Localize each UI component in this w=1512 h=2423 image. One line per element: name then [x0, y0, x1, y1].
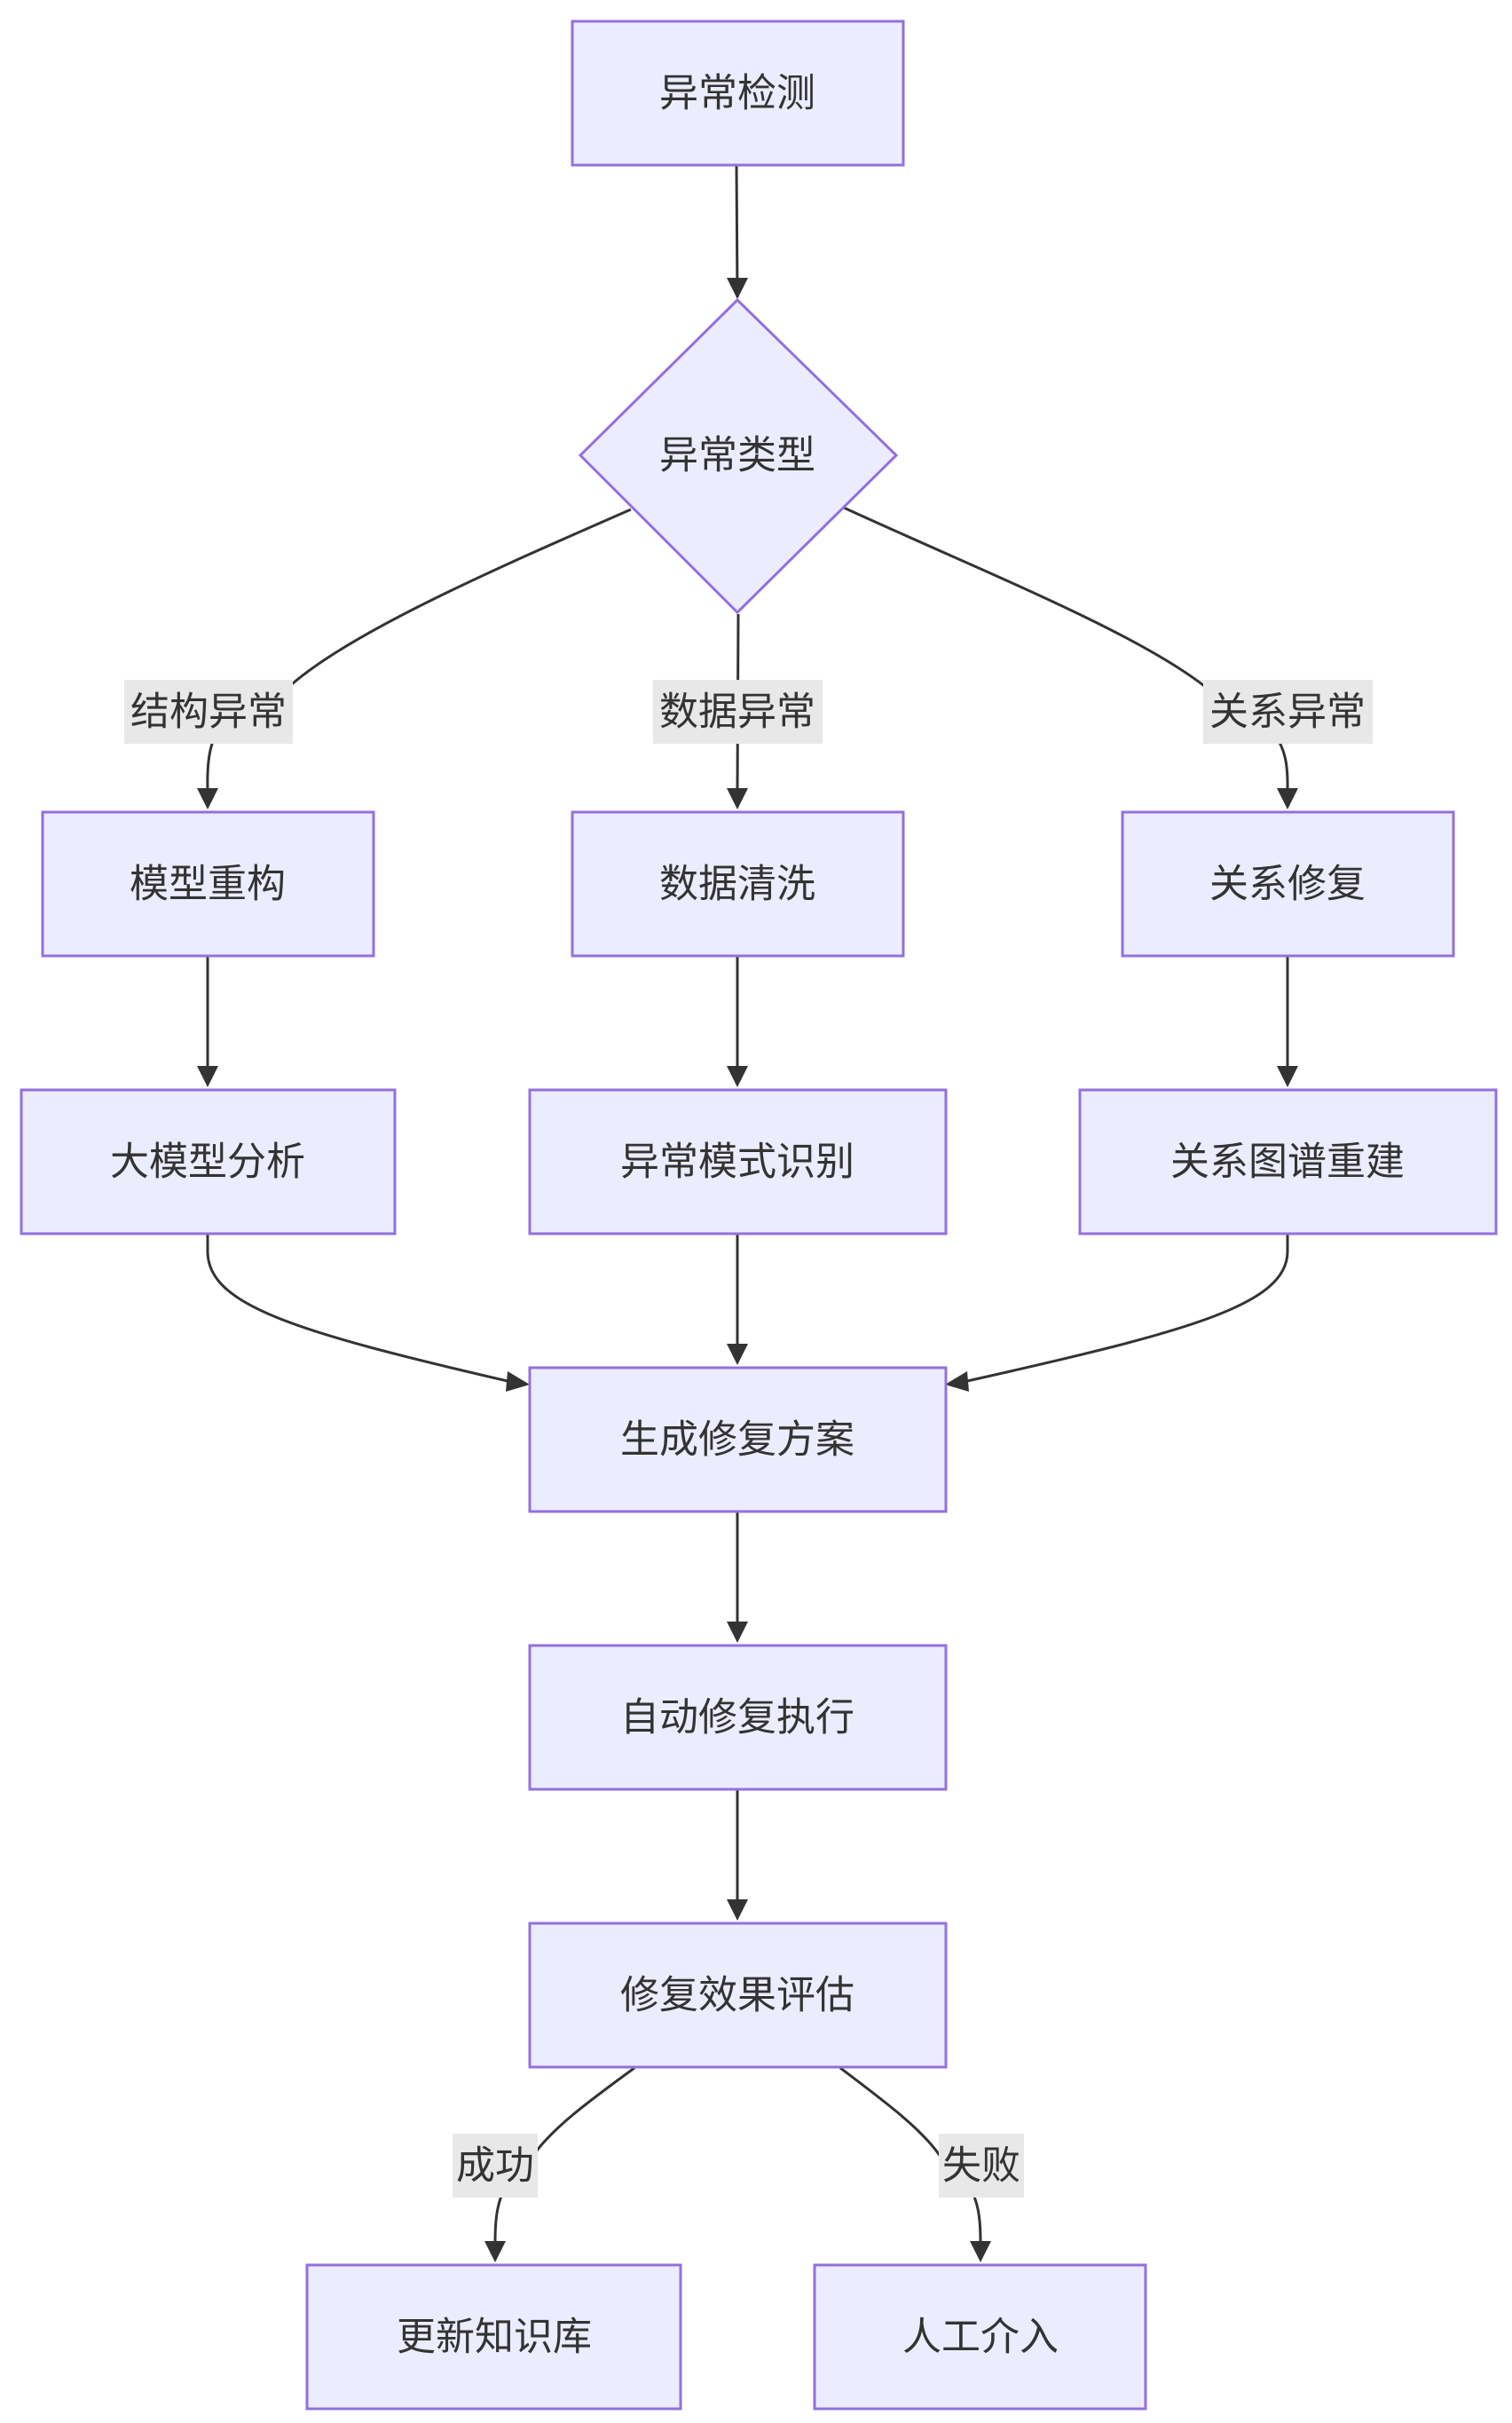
node-manual-intervention[interactable]: 人工介入 [813, 2263, 1147, 2411]
arrowhead [197, 788, 218, 809]
edge-label-success: 成功 [453, 2134, 538, 2198]
arrowhead [727, 278, 748, 299]
node-evaluate[interactable]: 修复效果评估 [528, 1922, 948, 2069]
arrowhead [1277, 788, 1298, 809]
arrowhead [727, 1344, 748, 1365]
arrowhead [970, 2241, 991, 2262]
edge-graph-to-gen-plan [966, 1235, 1289, 1383]
svg-text:生成修复方案: 生成修复方案 [620, 1417, 854, 1463]
arrowhead [727, 788, 748, 809]
arrowhead [727, 1899, 748, 1921]
edge-label-structural: 结构异常 [124, 680, 293, 744]
node-data-cleaning[interactable]: 数据清洗 [571, 810, 905, 958]
arrowhead [197, 1066, 218, 1087]
node-graph-rebuild[interactable]: 关系图谱重建 [1078, 1088, 1498, 1235]
node-anomaly-detection[interactable]: 异常检测 [571, 20, 905, 167]
svg-text:关系图谱重建: 关系图谱重建 [1170, 1140, 1405, 1185]
node-anomaly-type-decision[interactable]: 异常类型 [578, 297, 899, 615]
arrowhead [1277, 1066, 1298, 1087]
svg-text:异常检测: 异常检测 [659, 71, 815, 116]
node-update-knowledge-base[interactable]: 更新知识库 [305, 2263, 682, 2411]
edge-type-to-model-rebuild [206, 508, 632, 791]
svg-text:关系修复: 关系修复 [1209, 862, 1366, 907]
svg-text:关系异常: 关系异常 [1209, 690, 1366, 735]
edge-detect-to-type [735, 164, 739, 298]
svg-text:异常类型: 异常类型 [659, 433, 815, 478]
svg-text:异常模式识别: 异常模式识别 [620, 1140, 854, 1185]
node-llm-analysis[interactable]: 大模型分析 [20, 1088, 397, 1235]
arrowhead [727, 1066, 748, 1087]
arrowhead [484, 2241, 506, 2262]
svg-text:失败: 失败 [942, 2143, 1020, 2189]
edge-llm-to-gen-plan [206, 1235, 508, 1383]
svg-text:自动修复执行: 自动修复执行 [620, 1695, 854, 1740]
svg-text:数据清洗: 数据清洗 [659, 862, 815, 907]
edge-label-relation: 关系异常 [1203, 680, 1373, 744]
arrowhead [506, 1371, 530, 1392]
node-pattern-recognition[interactable]: 异常模式识别 [528, 1088, 948, 1235]
node-relation-repair[interactable]: 关系修复 [1121, 810, 1455, 958]
arrowhead [945, 1371, 969, 1392]
edge-label-data: 数据异常 [653, 680, 823, 744]
svg-text:人工介入: 人工介入 [902, 2315, 1059, 2360]
svg-text:数据异常: 数据异常 [659, 690, 815, 735]
svg-text:模型重构: 模型重构 [130, 862, 286, 907]
node-generate-plan[interactable]: 生成修复方案 [528, 1366, 948, 1513]
svg-text:结构异常: 结构异常 [130, 690, 287, 735]
arrowhead [727, 1622, 748, 1643]
svg-text:成功: 成功 [456, 2143, 534, 2189]
edge-labels: 结构异常 数据异常 关系异常 成功 失败 [124, 680, 1373, 2198]
svg-text:更新知识库: 更新知识库 [397, 2315, 592, 2360]
node-model-rebuild[interactable]: 模型重构 [41, 810, 375, 958]
svg-text:大模型分析: 大模型分析 [110, 1140, 305, 1185]
svg-text:修复效果评估: 修复效果评估 [620, 1973, 854, 2018]
node-auto-execute[interactable]: 自动修复执行 [528, 1644, 948, 1791]
edge-type-to-rel-repair [843, 506, 1289, 791]
edge-label-failure: 失败 [939, 2134, 1024, 2198]
nodes: 异常检测 异常类型 模型重构 数据清洗 关系修复 大模型分析 异常模式识别 [20, 20, 1498, 2411]
